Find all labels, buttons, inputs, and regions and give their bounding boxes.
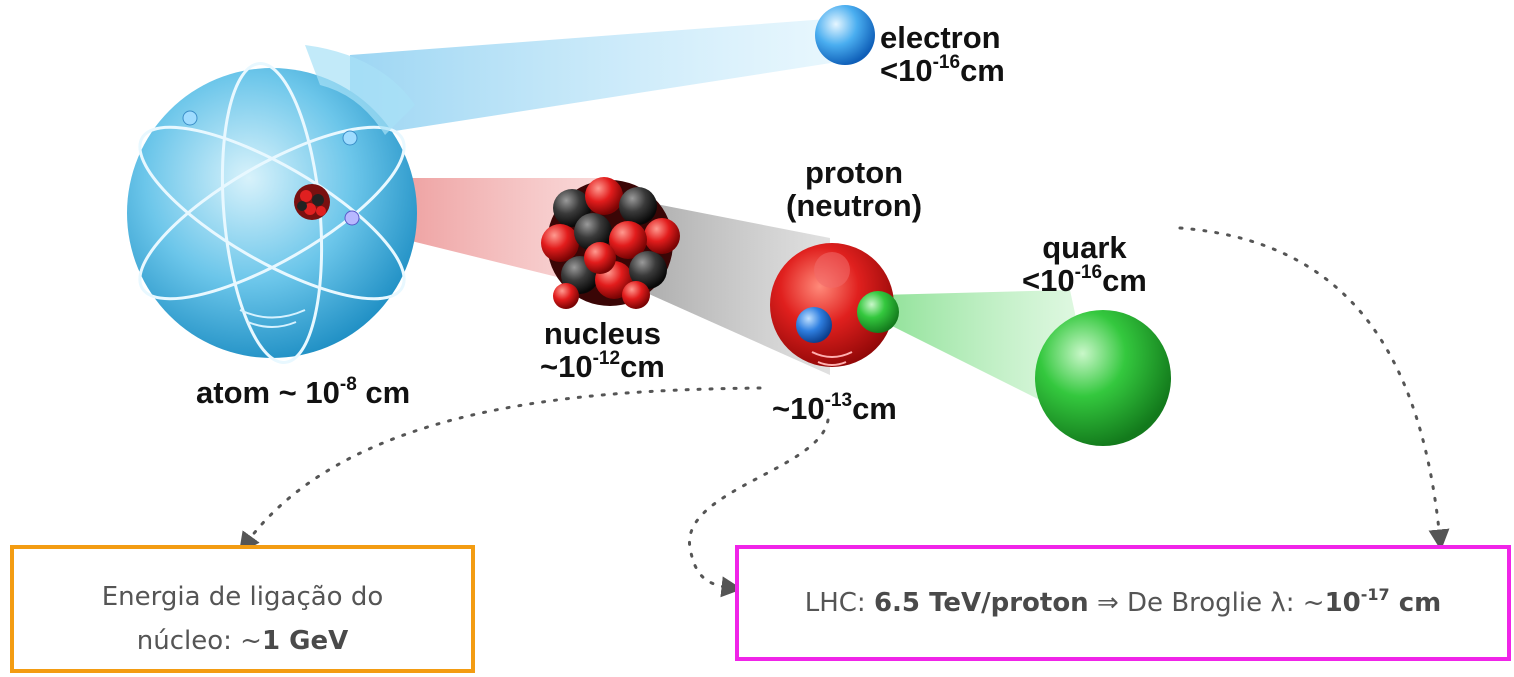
binding-energy-line1: Energia de ligação do [101, 582, 384, 612]
proton-label: proton (neutron) [786, 155, 923, 223]
quark-label: quark <10-16cm [1022, 230, 1147, 298]
lhc-box: LHC: 6.5 TeV/proton ⇒ De Broglie λ: ~10-… [735, 545, 1511, 661]
electron-sphere [815, 5, 875, 65]
lhc-text: LHC: 6.5 TeV/proton ⇒ De Broglie λ: ~10-… [804, 585, 1442, 619]
nucleus-label: nucleus ~10-12cm [540, 316, 665, 384]
electron-beam [350, 18, 850, 138]
atom-label: atom ~ 10-8 cm [196, 374, 411, 410]
binding-energy-line2: núcleo: ~1 GeV [136, 626, 349, 656]
atom-illustration [127, 45, 417, 364]
arrow-from-quark [1178, 226, 1450, 551]
quark-sphere [1035, 310, 1171, 446]
binding-energy-box: Energia de ligação do núcleo: ~1 GeV [10, 545, 475, 673]
arrow-to-binding-box [238, 386, 762, 554]
nucleus-illustration [541, 177, 680, 309]
proton-illustration [770, 243, 899, 367]
proton-size-label: ~10-13cm [772, 390, 897, 426]
electron-label: electron <10-16cm [880, 20, 1005, 88]
